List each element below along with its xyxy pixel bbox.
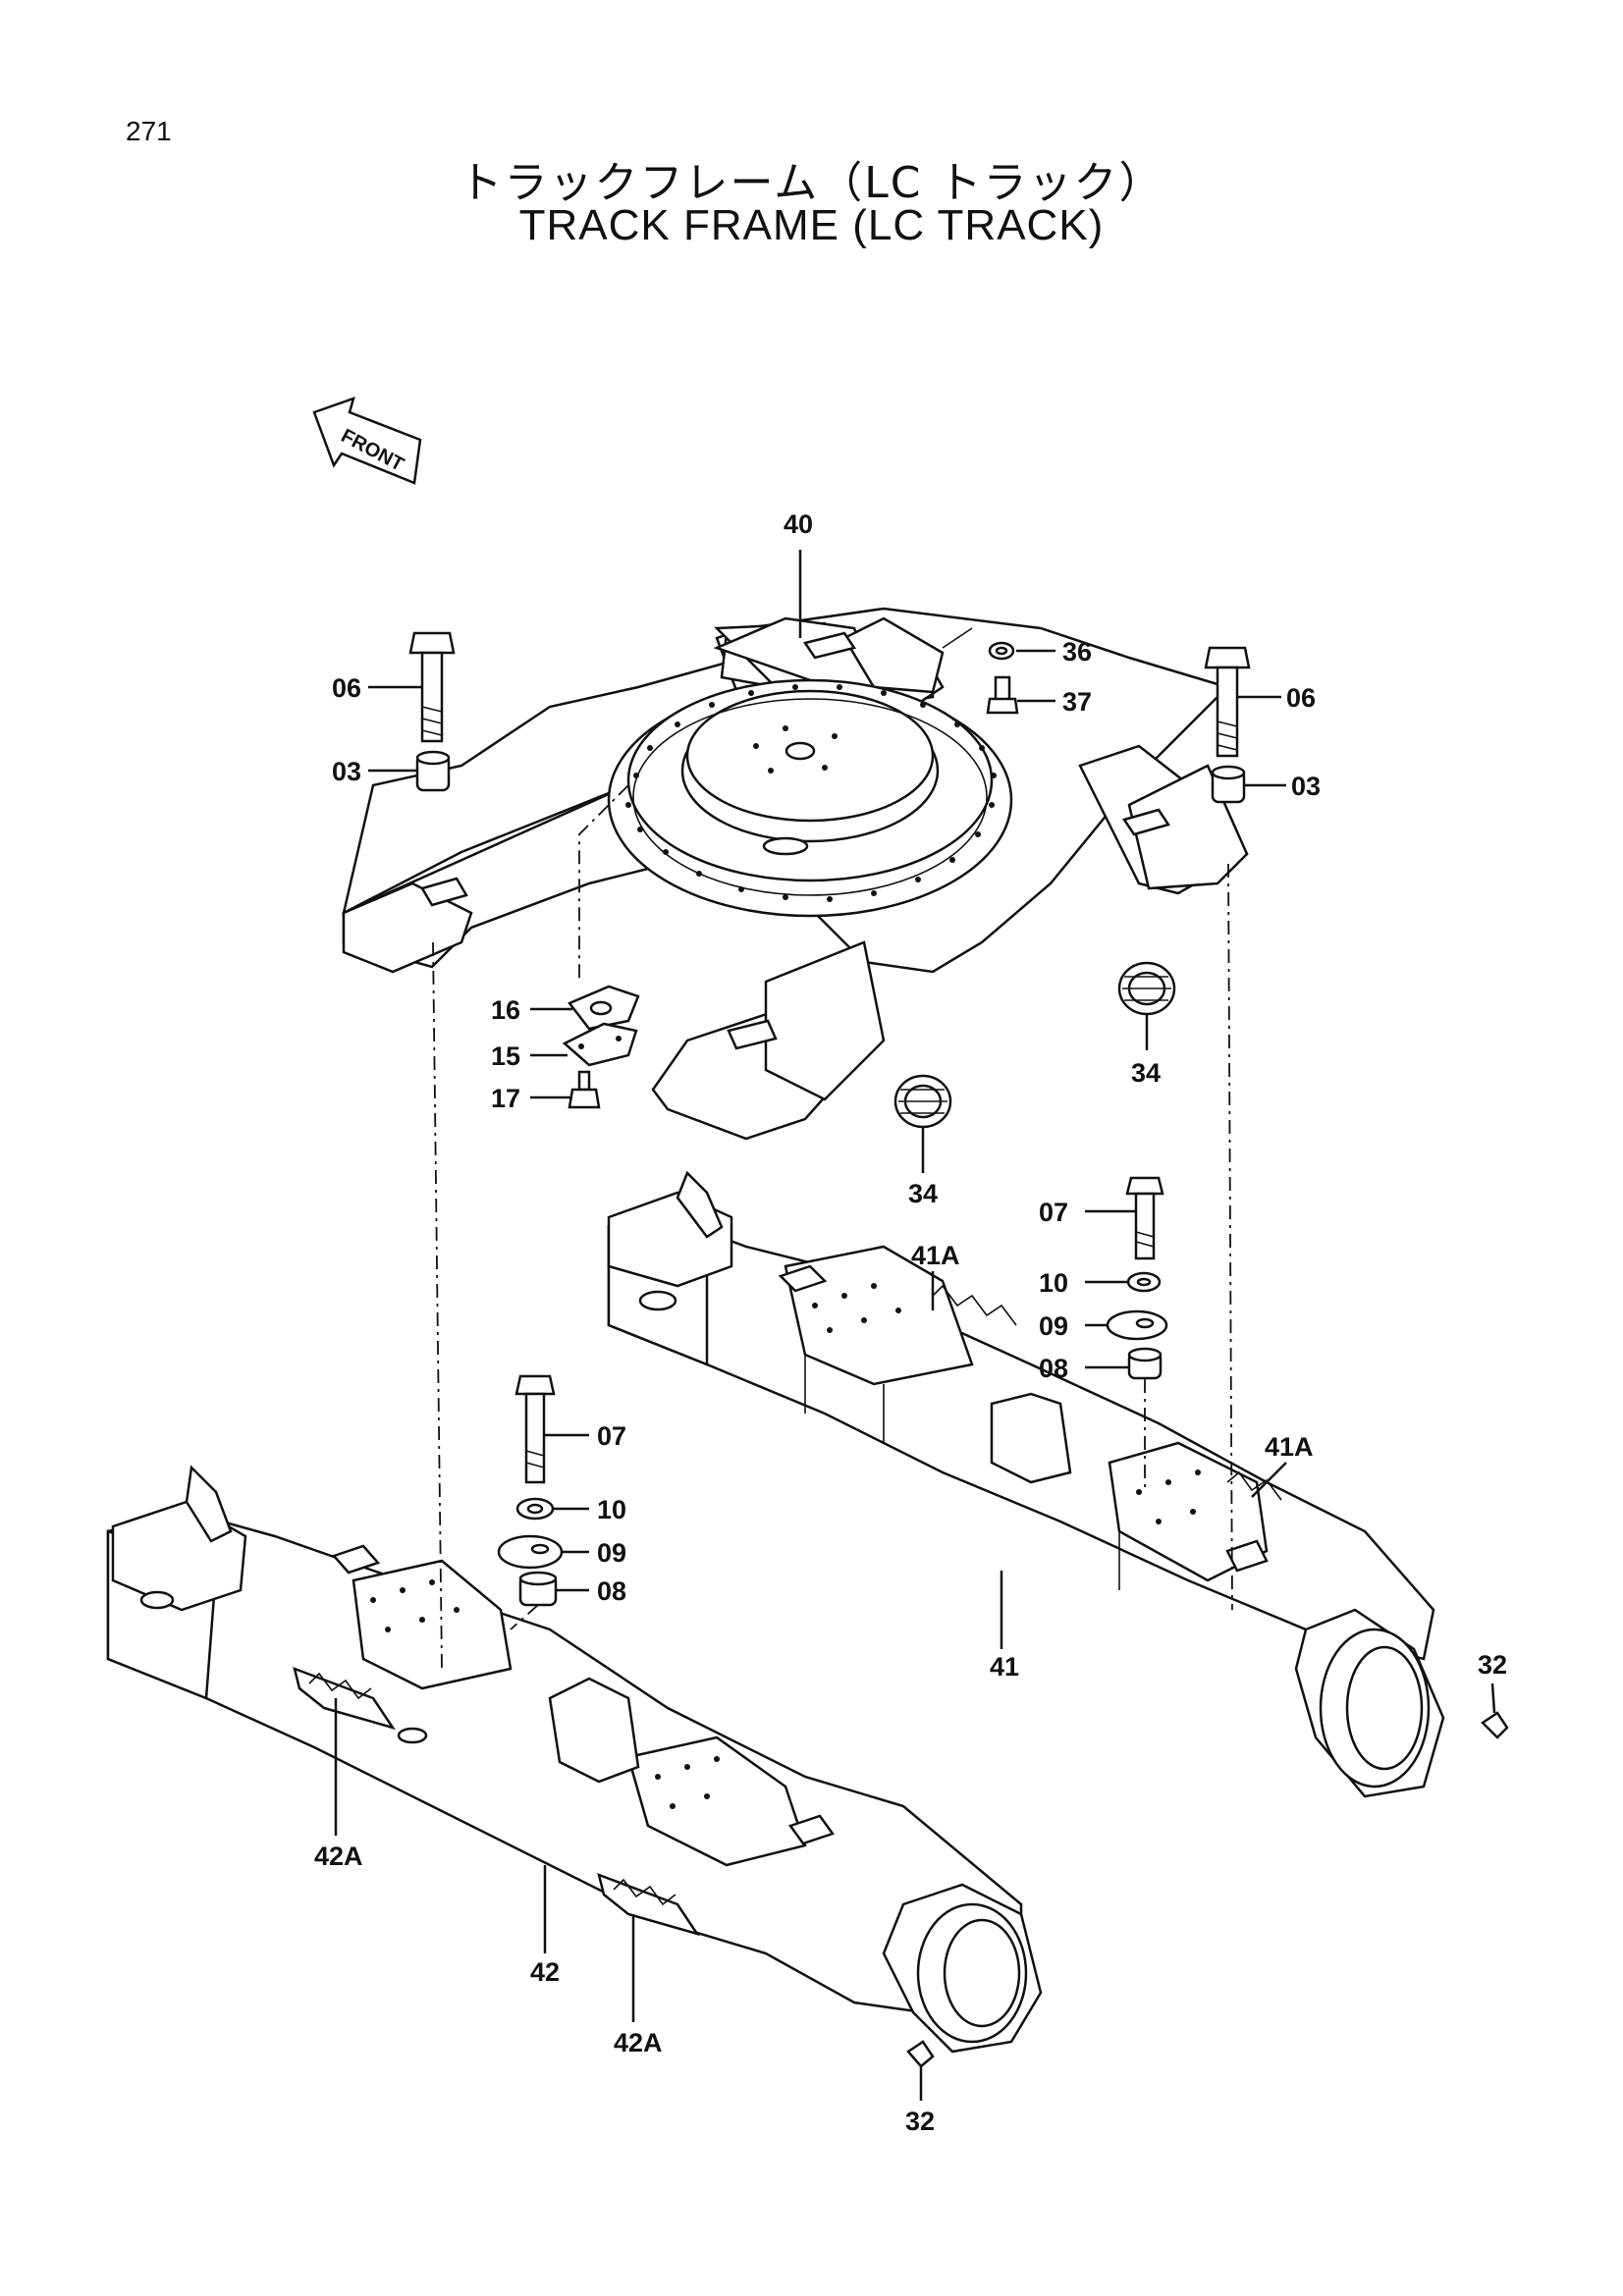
callout-42: 42 [530,1957,560,1987]
callout-03-left: 03 [332,757,361,786]
bolt-part-37 [986,675,1019,715]
cap-part-32-right [1481,1711,1509,1739]
title-japanese: トラックフレーム（LC トラック） [459,158,1164,208]
washer-part-10-left [515,1497,555,1521]
cap-part-32-bottom [906,2040,935,2068]
center-frame-part-40 [342,607,1249,1141]
cushion-part-34-center [893,1074,952,1129]
callout-34-right: 34 [1131,1058,1161,1088]
track-frame-part-41 [607,1170,1445,1798]
callout-32-right: 32 [1478,1650,1507,1680]
assembly-center-lines [432,627,1233,1670]
callout-10-left: 10 [597,1495,626,1524]
callout-17: 17 [491,1084,520,1113]
title-english: TRACK FRAME (LC TRACK) [518,201,1105,249]
callout-07-left: 07 [597,1421,626,1451]
washer-part-10-right [1126,1271,1162,1293]
callout-06-left: 06 [332,673,361,703]
callout-15: 15 [491,1041,520,1071]
callout-41A-right: 41A [1265,1432,1314,1462]
callout-34-center: 34 [908,1179,938,1208]
callout-06-right: 06 [1286,683,1316,713]
plate-part-09-left [497,1534,564,1570]
callout-41A-top: 41A [911,1241,960,1270]
gasket-part-16 [568,985,640,1031]
callout-09-left: 09 [597,1538,626,1568]
bolt-part-07-right [1125,1176,1164,1260]
cushion-part-34-right [1117,961,1176,1016]
spacer-part-08-left [518,1571,558,1607]
bolt-part-17 [568,1070,601,1109]
callout-37: 37 [1062,687,1092,717]
callout-09-right: 09 [1039,1311,1068,1341]
bushing-part-03-right [1211,765,1246,804]
callout-08-left: 08 [597,1576,626,1606]
callout-16: 16 [491,995,520,1025]
plate-part-15 [562,1022,638,1067]
bolt-part-06-right [1204,646,1251,758]
callout-03-right: 03 [1291,772,1321,801]
callout-42A-right: 42A [614,2028,663,2057]
ring-bolt-holes [625,684,997,902]
spacer-part-08-right [1127,1347,1163,1380]
callout-32-bottom: 32 [905,2107,935,2136]
callout-10-right: 10 [1039,1268,1068,1298]
page-number: 271 [126,116,172,146]
bolt-part-07-left [514,1374,556,1484]
callout-40: 40 [784,509,813,539]
callout-42A-left: 42A [314,1842,363,1871]
washer-part-36 [988,641,1015,661]
bushing-part-03-left [415,750,451,792]
callout-08-right: 08 [1039,1354,1068,1383]
callout-36: 36 [1062,637,1092,667]
track-frame-part-42 [106,1465,1043,2054]
front-arrow-icon: FRONT [312,397,422,485]
leader-lines [334,550,1496,2101]
callout-41: 41 [990,1652,1019,1682]
callout-07-right: 07 [1039,1198,1068,1227]
callout-numbers: 40 36 37 06 03 06 03 16 15 17 34 34 07 1… [314,509,1507,2136]
bolt-part-06-left [408,631,456,743]
plate-part-09-right [1106,1309,1168,1341]
